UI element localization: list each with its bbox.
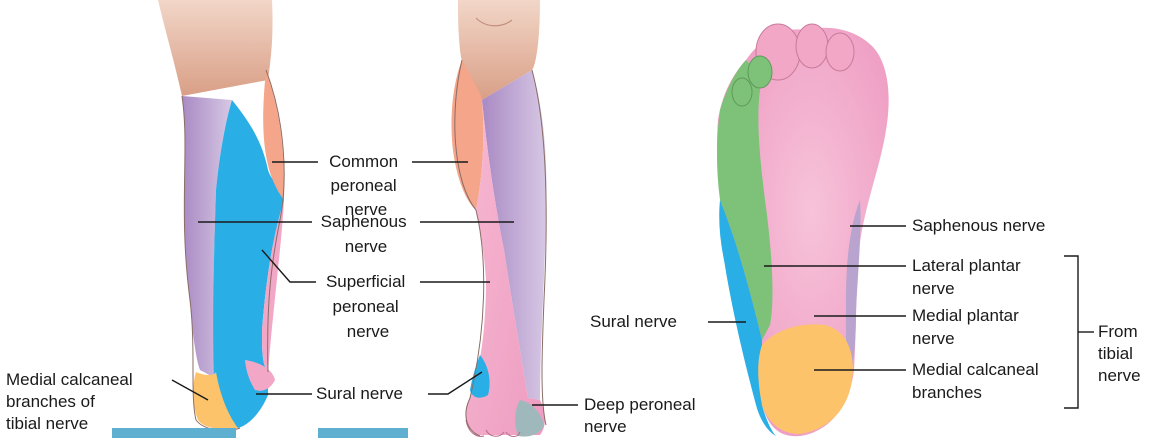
label-from-tibial-line1: From [1098, 322, 1138, 341]
toe-little [732, 78, 752, 106]
label-deep-peroneal-line2: nerve [584, 417, 627, 436]
foot-medial-calcaneal-region [758, 324, 853, 434]
label-medial-calcaneal-tibial: Medial calcaneal branches of tibial nerv… [6, 370, 137, 433]
label-from-tibial-line3: nerve [1098, 366, 1141, 385]
label-medial-plantar-line1: Medial plantar [912, 306, 1019, 325]
label-saphenous-leg-line1: Saphenous [321, 212, 407, 231]
label-saphenous-leg: Saphenous nerve [321, 212, 412, 256]
leg-posterior [158, 0, 284, 430]
label-sural-foot: Sural nerve [590, 312, 677, 331]
label-superficial-peroneal: Superficial peroneal nerve [326, 272, 410, 341]
foot-plantar [717, 24, 889, 436]
toe-second [796, 24, 828, 68]
label-medial-calcaneal-tibial-line3: tibial nerve [6, 414, 88, 433]
label-superficial-peroneal-line1: Superficial [326, 272, 405, 291]
label-lateral-plantar: Lateral plantar nerve [912, 256, 1025, 298]
label-medial-plantar: Medial plantar nerve [912, 306, 1024, 348]
label-common-peroneal-line1: Common [329, 152, 398, 171]
accent-bar-middle [318, 428, 408, 438]
toe-fourth [748, 56, 772, 88]
label-lateral-plantar-line1: Lateral plantar [912, 256, 1021, 275]
label-medial-calcaneal-tibial-line1: Medial calcaneal [6, 370, 133, 389]
leg-anterior [451, 0, 546, 437]
label-common-peroneal: Common peroneal nerve [329, 152, 403, 219]
label-sural-leg: Sural nerve [316, 384, 403, 403]
label-saphenous-foot: Saphenous nerve [912, 216, 1045, 235]
label-saphenous-leg-line2: nerve [345, 237, 388, 256]
label-medial-calcaneal-tibial-line2: branches of [6, 392, 95, 411]
label-medial-plantar-line2: nerve [912, 329, 955, 348]
bracket-from-tibial [1064, 256, 1078, 408]
label-medial-calcaneal-foot-line2: branches [912, 383, 982, 402]
label-superficial-peroneal-line2: peroneal [333, 297, 399, 316]
leg1-skin [158, 0, 273, 96]
accent-bar-left [112, 428, 236, 438]
label-deep-peroneal: Deep peroneal nerve [584, 395, 700, 436]
label-lateral-plantar-line2: nerve [912, 279, 955, 298]
label-medial-calcaneal-foot: Medial calcaneal branches [912, 360, 1043, 402]
label-from-tibial-line2: tibial [1098, 344, 1133, 363]
toe-third [826, 33, 854, 71]
label-common-peroneal-line2: peroneal [331, 176, 397, 195]
label-superficial-peroneal-line3: nerve [347, 322, 390, 341]
label-from-tibial: From tibial nerve [1098, 322, 1142, 385]
label-deep-peroneal-line1: Deep peroneal [584, 395, 696, 414]
label-medial-calcaneal-foot-line1: Medial calcaneal [912, 360, 1039, 379]
